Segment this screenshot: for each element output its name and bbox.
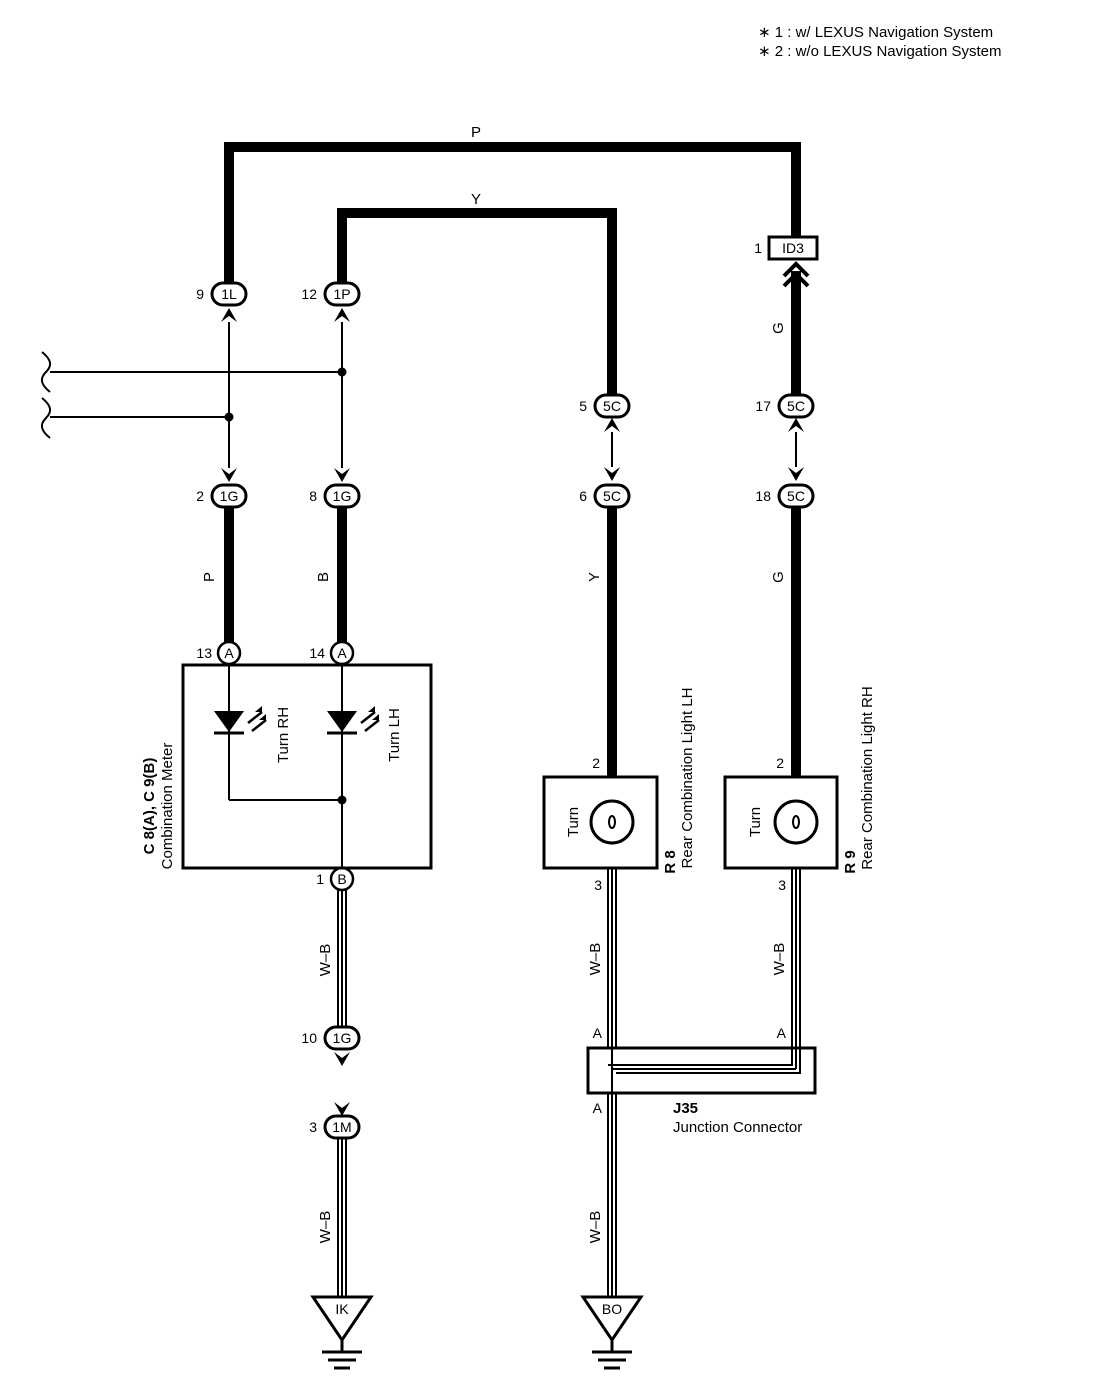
connector-5C-17-pin: 17 (755, 398, 771, 414)
r8-code: R 8 (662, 850, 679, 873)
connector-B1-pin: 1 (316, 871, 324, 887)
led-turn-rh-icon (214, 706, 267, 735)
meter-name: Combination Meter (159, 743, 176, 870)
connector-ID3-pin: 1 (754, 240, 762, 256)
connector-1G-8: 1G 8 (309, 483, 361, 509)
r9-pin-bottom: 3 (778, 877, 786, 893)
connector-5C-17: 5C 17 (755, 393, 815, 419)
connector-1G-2-label: 1G (220, 488, 239, 504)
r9-pin-top: 2 (776, 755, 784, 771)
ground-ik-icon (322, 1340, 362, 1370)
wire-label-p: P (201, 572, 218, 582)
connector-1P-label: 1P (333, 286, 350, 302)
j35-pin-a-out: A (593, 1100, 603, 1116)
led-turn-rh-label: Turn RH (275, 707, 292, 763)
connector-5C-6: 5C 6 (579, 483, 631, 509)
thick-wires (224, 142, 801, 781)
wire-label-g-upper: G (770, 322, 787, 334)
connector-A14-label: A (337, 645, 347, 661)
j35-box (586, 1046, 817, 1095)
note-2: ∗ 2 : w/o LEXUS Navigation System (758, 43, 1002, 60)
bulb-lh-icon (589, 799, 635, 845)
connector-1L-pin: 9 (196, 286, 204, 302)
connector-1G-8-label: 1G (333, 488, 352, 504)
connector-B1: B 1 (316, 866, 355, 892)
connector-1G-10: 1G 10 (301, 1025, 361, 1051)
wire-label-wb-lh: W–B (587, 943, 604, 976)
led-turn-lh-label: Turn LH (386, 708, 403, 762)
ground-bo-label: BO (602, 1301, 622, 1317)
led-turn-lh-icon (327, 706, 380, 735)
connector-5C-18-label: 5C (787, 488, 805, 504)
connector-1G-10-label: 1G (333, 1030, 352, 1046)
connector-5C-5-pin: 5 (579, 398, 587, 414)
wire-label-g-lower: G (770, 571, 787, 583)
j35-code: J35 (673, 1100, 698, 1117)
r8-pin-bottom: 3 (594, 877, 602, 893)
connector-A13: A 13 (196, 640, 242, 666)
connector-1P-pin: 12 (301, 286, 317, 302)
r8-name: Rear Combination Light LH (679, 688, 696, 869)
r8-inner-label: Turn (565, 807, 582, 837)
ground-ik-label: IK (335, 1301, 349, 1317)
wire-label-wb-meter: W–B (317, 944, 334, 977)
wire-label-p-top: P (471, 124, 481, 141)
j35-pin-a-lh: A (593, 1025, 603, 1041)
connector-1M-pin: 3 (309, 1119, 317, 1135)
note-1: ∗ 1 : w/ LEXUS Navigation System (758, 24, 993, 41)
meter-code: C 8(A), C 9(B) (141, 758, 158, 855)
connector-arrows (221, 308, 804, 1116)
connector-ID3: ID3 1 (754, 235, 819, 261)
wire-y-top (337, 208, 617, 403)
wire-p-top (224, 142, 801, 290)
r8-pin-top: 2 (592, 755, 600, 771)
connector-ID3-label: ID3 (782, 240, 804, 256)
r9-code: R 9 (842, 850, 859, 873)
ground-bo-icon (592, 1340, 632, 1370)
connector-5C-18: 5C 18 (755, 483, 815, 509)
connector-5C-18-pin: 18 (755, 488, 771, 504)
connector-5C-5: 5C 5 (579, 393, 631, 419)
wire-label-y: Y (586, 572, 603, 582)
wire-label-wb-rh: W–B (771, 943, 788, 976)
connector-A13-label: A (224, 645, 234, 661)
meter-box (181, 663, 433, 870)
rear-light-rh: Turn 2 3 R 9 Rear Combination Light RH (723, 686, 876, 893)
connector-1P: 1P 12 (301, 281, 361, 307)
connector-A13-pin: 13 (196, 645, 212, 661)
connector-1G-2: 1G 2 (196, 483, 248, 509)
connector-A14-pin: 14 (309, 645, 325, 661)
connector-1G-8-pin: 8 (309, 488, 317, 504)
connector-1M-label: 1M (332, 1119, 351, 1135)
ground-ik: IK (310, 1295, 374, 1370)
break-lines (40, 351, 52, 439)
connector-1G-10-pin: 10 (301, 1030, 317, 1046)
j35-name: Junction Connector (673, 1119, 802, 1136)
connector-1L: 1L 9 (196, 281, 248, 307)
connector-1G-2-pin: 2 (196, 488, 204, 504)
connector-5C-6-pin: 6 (579, 488, 587, 504)
connector-5C-5-label: 5C (603, 398, 621, 414)
connector-5C-6-label: 5C (603, 488, 621, 504)
ground-bo: BO (580, 1295, 644, 1370)
wire-label-b: B (315, 572, 332, 582)
junction-connector-j35: A A A J35 Junction Connector (586, 1025, 817, 1136)
rear-light-lh: Turn 2 3 R 8 Rear Combination Light LH (542, 688, 696, 893)
wire-label-wb-j35: W–B (587, 1211, 604, 1244)
bulb-rh-icon (773, 799, 819, 845)
connector-1L-label: 1L (221, 286, 237, 302)
connector-A14: A 14 (309, 640, 355, 666)
id3-chevron (782, 261, 810, 288)
r9-name: Rear Combination Light RH (859, 686, 876, 869)
connector-1M: 1M 3 (309, 1114, 361, 1140)
r9-inner-label: Turn (747, 807, 764, 837)
j35-pin-a-rh: A (777, 1025, 787, 1041)
combination-meter: Turn RH Turn LH C 8(A), C 9(B) Combinati… (141, 663, 433, 870)
connector-B1-label: B (337, 871, 346, 887)
wire-label-y-top: Y (471, 191, 481, 208)
wire-label-wb-meter-lower: W–B (317, 1211, 334, 1244)
wb-wires (337, 868, 801, 1300)
connector-5C-17-label: 5C (787, 398, 805, 414)
